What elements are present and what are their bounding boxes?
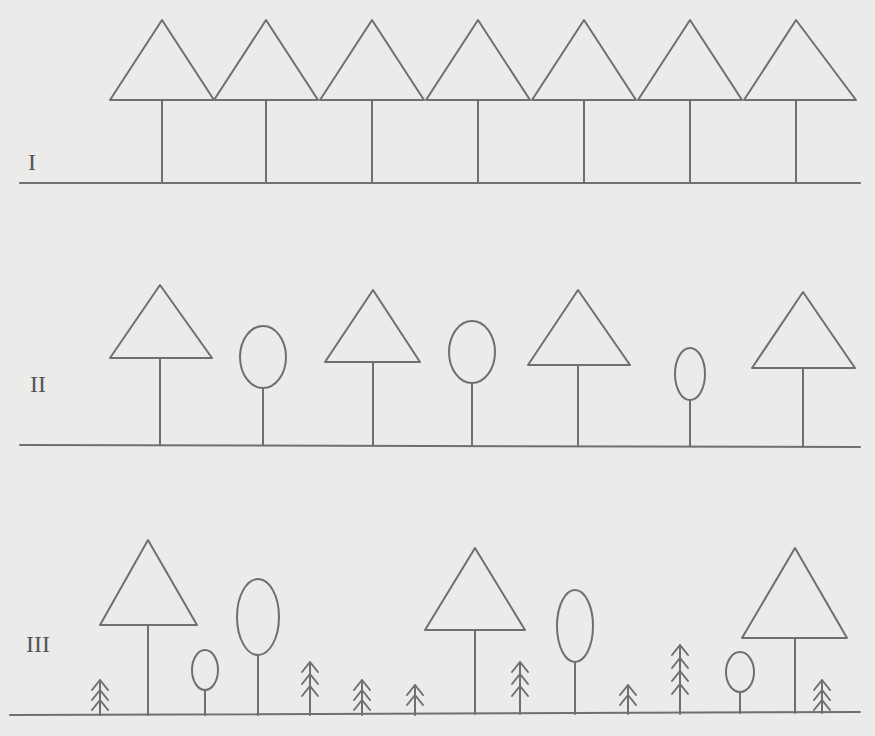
- broadleaf-crown: [449, 321, 495, 383]
- broadleaf-crown: [557, 590, 593, 662]
- tree-trunks: [162, 100, 796, 183]
- broadleaf-crown: [192, 650, 218, 690]
- ground-line: [20, 445, 860, 447]
- conifer-crowns: [110, 285, 855, 368]
- tree-trunks: [205, 655, 740, 715]
- row-one-stand: [20, 20, 860, 183]
- tree-trunks: [263, 383, 690, 446]
- ground-line: [20, 182, 860, 184]
- fir-sapling: [407, 685, 423, 715]
- broadleaf-crown: [726, 652, 754, 692]
- fir-sapling: [302, 662, 318, 715]
- tree-trunks: [160, 358, 803, 446]
- row-numeral: III: [26, 632, 50, 656]
- fir-sapling: [354, 680, 370, 715]
- broadleaf-crown: [240, 326, 286, 388]
- tree-trunks: [148, 625, 795, 715]
- row-two-stand: [20, 285, 860, 447]
- conifer-crowns: [100, 540, 847, 638]
- fir-sapling: [814, 680, 830, 713]
- broadleaf-crown: [237, 579, 279, 655]
- row-numeral: II: [30, 372, 46, 396]
- fir-sapling: [620, 685, 636, 714]
- row-numeral: I: [28, 150, 36, 174]
- broadleaf-crown: [675, 348, 705, 400]
- row-three-stand: [10, 540, 860, 715]
- conifer-crowns: [110, 20, 856, 100]
- fir-sapling: [672, 645, 688, 714]
- fir-sapling: [92, 680, 108, 715]
- ground-line: [10, 712, 860, 715]
- fir-sapling: [512, 662, 528, 714]
